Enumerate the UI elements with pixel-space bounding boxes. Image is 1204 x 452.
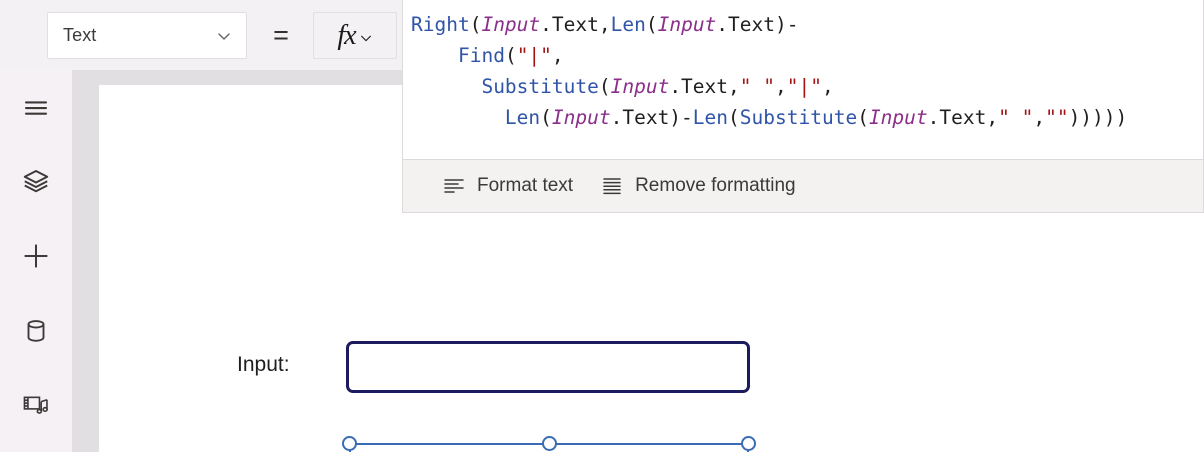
formula-line-1: Right(Input.Text,Len(Input.Text)- bbox=[411, 9, 1193, 40]
property-select-value: Text bbox=[63, 25, 97, 45]
formula-token: , bbox=[775, 75, 787, 98]
format-text-button[interactable]: Format text bbox=[429, 160, 587, 212]
formula-token: Len bbox=[504, 106, 541, 129]
remove-formatting-button[interactable]: Remove formatting bbox=[587, 160, 810, 212]
formula-panel: Right(Input.Text,Len(Input.Text)- Find("… bbox=[402, 0, 1204, 213]
formula-token: , bbox=[551, 44, 564, 67]
sidebar-item-tree-view[interactable] bbox=[0, 155, 72, 207]
formula-token: Substitute bbox=[739, 106, 858, 129]
formula-token bbox=[411, 44, 458, 67]
input-field-label: Input: bbox=[237, 353, 290, 376]
formula-token bbox=[411, 75, 481, 98]
formula-token: " " bbox=[739, 75, 775, 98]
formula-token: Len bbox=[692, 106, 729, 129]
formula-token: , bbox=[821, 75, 834, 98]
formula-token: , bbox=[1033, 106, 1046, 129]
formula-token: Input bbox=[610, 75, 670, 98]
sidebar-item-menu[interactable] bbox=[0, 82, 72, 134]
fx-button[interactable]: fx bbox=[313, 12, 397, 59]
formula-input[interactable]: Right(Input.Text,Len(Input.Text)- Find("… bbox=[403, 0, 1203, 159]
formula-token: "" bbox=[1045, 106, 1069, 129]
formula-token: ( bbox=[645, 13, 658, 36]
chevron-down-icon bbox=[360, 35, 371, 42]
formula-token: Input bbox=[657, 13, 717, 36]
remove-formatting-label: Remove formatting bbox=[635, 175, 796, 196]
formula-token: ( bbox=[598, 75, 611, 98]
sidebar-item-insert[interactable] bbox=[0, 230, 72, 282]
database-cylinder-icon bbox=[27, 320, 45, 342]
formula-token: .Text, bbox=[540, 13, 611, 36]
formula-token: Input bbox=[551, 106, 611, 129]
formula-line-3: Substitute(Input.Text," ","|", bbox=[411, 71, 1193, 102]
formula-token: ( bbox=[540, 106, 552, 129]
formula-token: Substitute bbox=[481, 75, 599, 98]
formula-token bbox=[411, 106, 505, 129]
formula-token: .Text)- bbox=[610, 106, 693, 129]
property-select[interactable]: Text bbox=[47, 12, 247, 59]
formula-token: .Text, bbox=[927, 106, 999, 129]
formula-token: Input bbox=[868, 106, 928, 129]
resize-handle-top-right[interactable] bbox=[741, 436, 756, 451]
formula-token: ( bbox=[728, 106, 740, 129]
media-film-music-icon bbox=[23, 396, 48, 414]
layers-icon bbox=[23, 170, 49, 193]
formula-token: " " bbox=[998, 106, 1034, 129]
chevron-down-icon bbox=[218, 32, 230, 40]
formula-line-4: Len(Input.Text)-Len(Substitute(Input.Tex… bbox=[411, 102, 1193, 133]
formula-line-2: Find("|", bbox=[411, 40, 1193, 71]
fx-glyph: fx bbox=[337, 19, 356, 51]
input-text-box[interactable] bbox=[346, 341, 750, 393]
hamburger-menu-icon bbox=[24, 101, 48, 115]
formula-token: ))))) bbox=[1068, 106, 1128, 129]
left-rail bbox=[0, 70, 72, 452]
formula-token: ( bbox=[469, 13, 482, 36]
resize-handle-top-center[interactable] bbox=[541, 436, 557, 451]
formula-token: Len bbox=[610, 13, 646, 36]
plus-icon bbox=[24, 244, 48, 268]
formula-token: .Text, bbox=[669, 75, 740, 98]
formula-token: ( bbox=[857, 106, 869, 129]
resize-handle-top-left[interactable] bbox=[342, 436, 357, 451]
formula-toolbar: Format text Remove formatting bbox=[403, 159, 1203, 212]
formula-token: Find bbox=[457, 44, 505, 67]
formula-token: "|" bbox=[786, 75, 822, 98]
formula-token: Right bbox=[411, 13, 470, 36]
format-text-label: Format text bbox=[477, 175, 574, 196]
equals-sign: = bbox=[273, 20, 289, 50]
formula-token: ( bbox=[504, 44, 517, 67]
lines-icon bbox=[603, 178, 621, 195]
formula-token: .Text)- bbox=[716, 13, 799, 36]
sidebar-item-media[interactable] bbox=[0, 380, 72, 432]
formula-token: "|" bbox=[516, 44, 552, 67]
align-text-icon bbox=[444, 179, 464, 193]
sidebar-item-data[interactable] bbox=[0, 305, 72, 357]
formula-token: Input bbox=[481, 13, 541, 36]
